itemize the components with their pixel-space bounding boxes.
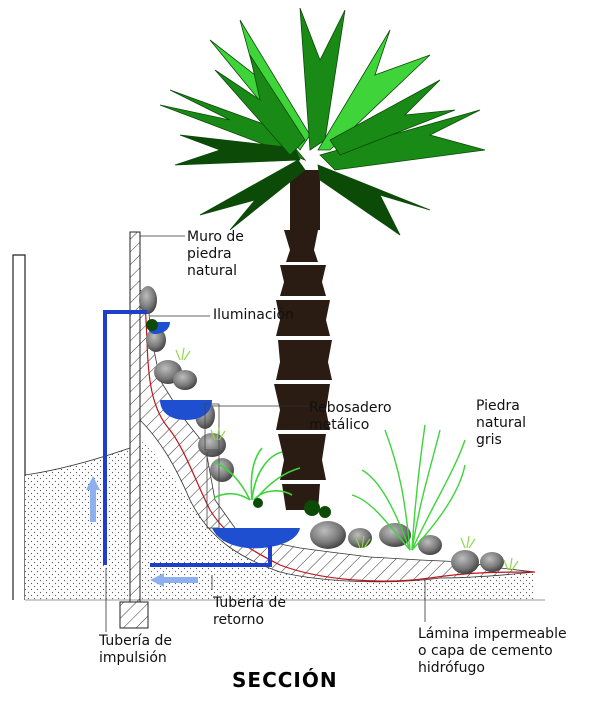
stone-wall-column [129, 231, 141, 603]
label-piedra-gris: Piedra natural gris [476, 398, 527, 448]
palm-trunk [274, 170, 332, 510]
plant-right-fronds [351, 424, 466, 551]
overflow-box [204, 403, 220, 451]
label-retorno: Tubería de retorno [213, 595, 286, 628]
lower-basin [212, 528, 300, 549]
plant-left-fronds [213, 447, 301, 501]
upward-flow-arrow [86, 476, 100, 522]
palm-crown [159, 7, 486, 236]
return-pipe [150, 545, 272, 567]
label-impulsion: Tubería de impulsión [99, 633, 172, 666]
membrane-line [144, 299, 536, 582]
left-flow-arrow [150, 573, 198, 587]
waterproof-shell [139, 289, 536, 583]
leader-lines [105, 235, 426, 632]
soil-surface-line [24, 447, 131, 476]
dark-shrubs [146, 319, 331, 518]
impulsion-pipe [103, 310, 147, 565]
overflow-box-lower [206, 451, 220, 529]
wall-footing [119, 601, 149, 629]
section-title: SECCIÓN [232, 668, 338, 692]
label-lamina: Lámina impermeable o capa de cemento hid… [418, 626, 567, 676]
soil-fill-right [140, 440, 535, 600]
middle-basin [160, 400, 212, 420]
label-rebosadero: Rebosadero metálico [309, 400, 392, 433]
label-iluminacion: Iluminación [213, 307, 294, 323]
left-boundary-wall [12, 254, 26, 600]
grass-tufts [175, 347, 519, 571]
soil-fill [25, 448, 130, 600]
label-muro: Muro de piedra natural [187, 229, 244, 279]
